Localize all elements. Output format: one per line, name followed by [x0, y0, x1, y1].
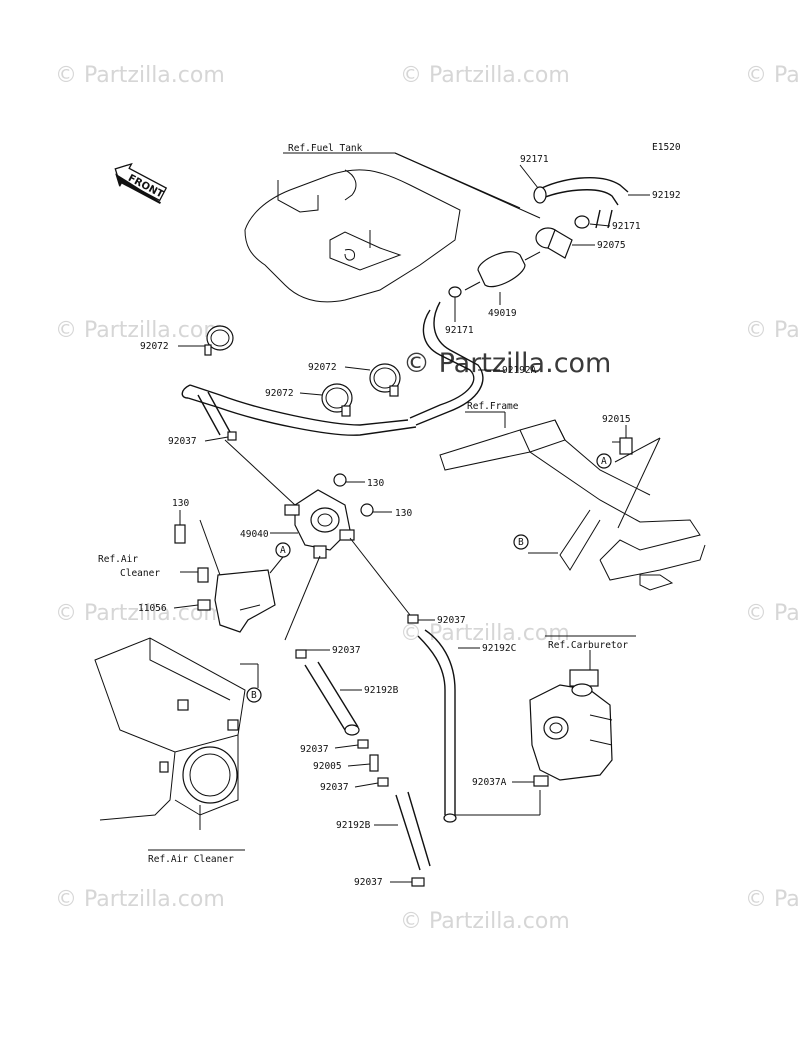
carburetor-outline — [529, 669, 613, 787]
part-92075: 92075 — [597, 240, 626, 251]
part-130-c: 130 — [172, 498, 189, 509]
part-130-b: 130 — [395, 508, 412, 519]
ref-air-cleaner-top: Ref.Air — [98, 554, 138, 565]
part-92192B-2: 92192B — [336, 820, 371, 831]
watermark: © Partzilla.com — [745, 887, 800, 912]
part-92171-top: 92171 — [520, 154, 549, 165]
fuel-pump — [284, 489, 355, 559]
part-92037-c: 92037 — [332, 645, 361, 656]
part-92037-b: 92037 — [437, 615, 466, 626]
watermark: © Partzilla.com — [55, 63, 225, 88]
fuel-filter — [464, 227, 573, 291]
part-92192B: 92192B — [364, 685, 399, 696]
watermark: © Partzilla.com — [55, 318, 225, 343]
ref-frame: Ref.Frame — [467, 401, 519, 412]
part-92037A: 92037A — [472, 777, 507, 788]
part-92072-b: 92072 — [308, 362, 337, 373]
front-arrow-icon: FRONT — [114, 162, 168, 204]
watermark: © Partzilla.com — [400, 63, 570, 88]
part-92037-e: 92037 — [320, 782, 349, 793]
callout-a-circle — [596, 453, 612, 469]
callout-a-frame: A — [601, 456, 607, 467]
part-11056: 11056 — [138, 603, 167, 614]
part-92192A: 92192A — [502, 365, 537, 376]
part-92037-d: 92037 — [300, 744, 329, 755]
part-92037-f: 92037 — [354, 877, 383, 888]
callout-b-frame: B — [518, 537, 524, 548]
part-92192: 92192 — [652, 190, 681, 201]
ref-fuel-tank: Ref.Fuel Tank — [288, 143, 363, 154]
callout-b-air-cleaner: B — [251, 690, 257, 701]
part-92072-c: 92072 — [265, 388, 294, 399]
ref-air-cleaner-top-2: Cleaner — [120, 568, 160, 579]
watermark: © Partzilla.com — [745, 63, 800, 88]
part-92171-low: 92171 — [445, 325, 474, 336]
part-92005: 92005 — [313, 761, 342, 772]
watermark: © Partzilla.com — [745, 601, 800, 626]
watermark: © Partzilla.com — [400, 621, 570, 646]
part-49040: 49040 — [240, 529, 269, 540]
watermark: © Partzilla.com — [400, 909, 570, 934]
part-92015: 92015 — [602, 414, 631, 425]
diagram-code: E1520 — [652, 142, 681, 153]
clamp-92072-b — [369, 363, 401, 397]
watermark: © Partzilla.com — [55, 887, 225, 912]
clamp-92072-c — [321, 383, 353, 417]
part-49019: 49019 — [488, 308, 517, 319]
watermark-layer: © Partzilla.com © Partzilla.com © Partzi… — [55, 63, 800, 934]
frame-outline — [439, 419, 706, 591]
callout-a-bracket: A — [280, 545, 286, 556]
bracket-11056 — [199, 519, 276, 633]
part-130-a: 130 — [367, 478, 384, 489]
part-92072-a: 92072 — [140, 341, 169, 352]
part-92037-a: 92037 — [168, 436, 197, 447]
part-92171-mid: 92171 — [612, 221, 641, 232]
clamp-92072-a — [204, 325, 234, 356]
air-cleaner-outline — [94, 637, 246, 821]
watermark: © Partzilla.com — [745, 318, 800, 343]
part-92192C: 92192C — [482, 643, 516, 654]
ref-air-cleaner-bottom: Ref.Air Cleaner — [148, 854, 234, 865]
fuel-tank-outline — [244, 169, 461, 303]
ref-carburetor: Ref.Carburetor — [548, 640, 628, 651]
